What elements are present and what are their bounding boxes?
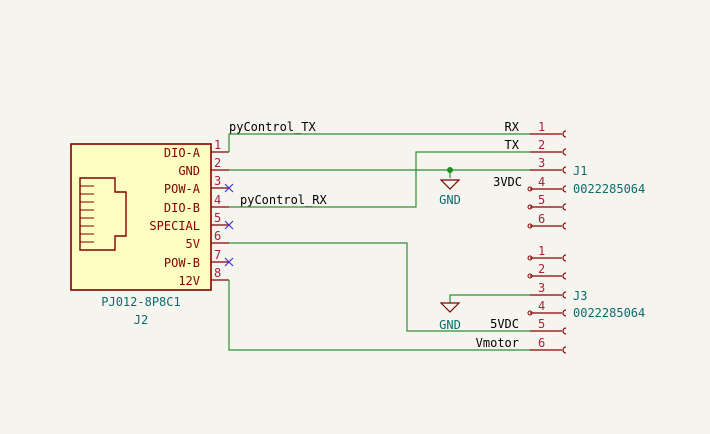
j2-pin-4-label: DIO-B — [164, 201, 200, 215]
gnd-label-2: GND — [439, 318, 461, 332]
j1-net-tx: TX — [505, 138, 520, 152]
j2-reference: J2 — [134, 313, 148, 327]
j1-pin-6-number: 6 — [538, 212, 545, 226]
j2-body[interactable] — [70, 143, 212, 291]
gnd-symbol-icon — [439, 302, 461, 313]
j1-contacts-icon — [562, 130, 567, 230]
j2-pin-1-number: 1 — [214, 138, 221, 152]
j3-pin-1-number: 1 — [538, 244, 545, 258]
no-connect-pin-3-icon — [224, 183, 234, 193]
net-label-pycontrol-tx[interactable]: pyControl_TX — [229, 120, 316, 134]
j2-pin-5-number: 5 — [214, 211, 221, 225]
j2-pin-8-number: 8 — [214, 266, 221, 280]
j2-pin-lines — [211, 151, 229, 281]
j3-unused-pin-circles — [527, 255, 533, 316]
j2-pin-3-number: 3 — [214, 174, 221, 188]
j1-pin-2-number: 2 — [538, 138, 545, 152]
j1-pin-1-number: 1 — [538, 120, 545, 134]
no-connect-pin-5-icon — [224, 220, 234, 230]
gnd-junction — [447, 167, 453, 173]
j2-pin-2-label: GND — [178, 164, 200, 178]
j2-pin-7-number: 7 — [214, 248, 221, 262]
j3-pin-2-number: 2 — [538, 262, 545, 276]
j2-pin-1-label: DIO-A — [164, 146, 201, 160]
j1-pin-4-number: 4 — [538, 175, 545, 189]
j3-pin-lines — [530, 257, 562, 351]
j3-contacts-icon — [562, 254, 567, 354]
j1-pin-3-number: 3 — [538, 156, 545, 170]
j1-net-3vdc: 3VDC — [493, 175, 522, 189]
j2-pin-6-label: 5V — [186, 237, 200, 251]
j1-net-rx: RX — [505, 120, 520, 134]
wires — [228, 133, 530, 351]
j2-pin-7-label: POW-B — [164, 256, 200, 270]
j1-unused-pin-circles — [527, 186, 533, 229]
j2-pin-3-label: POW-A — [164, 182, 201, 196]
j1-pin-lines — [530, 133, 562, 227]
j2-value: PJ012-8P8C1 — [101, 295, 180, 309]
rj-jack-icon — [79, 177, 127, 251]
no-connect-pin-7-icon — [224, 257, 234, 267]
j2-pin-5-label: SPECIAL — [149, 219, 200, 233]
j3-pin-6-number: 6 — [538, 336, 545, 350]
j3-pin-4-number: 4 — [538, 299, 545, 313]
j2-pin-4-number: 4 — [214, 193, 221, 207]
j2-pin-6-number: 6 — [214, 229, 221, 243]
j3-pin-3-number: 3 — [538, 281, 545, 295]
j1-value: 0022285064 — [573, 182, 645, 196]
j3-value: 0022285064 — [573, 306, 645, 320]
net-label-pycontrol-rx[interactable]: pyControl_RX — [240, 193, 327, 207]
j3-pin-5-number: 5 — [538, 317, 545, 331]
gnd-label-1: GND — [439, 193, 461, 207]
j2-pin-8-label: 12V — [178, 274, 200, 288]
j3-reference: J3 — [573, 289, 587, 303]
j3-net-vmotor: Vmotor — [476, 336, 519, 350]
j1-pin-5-number: 5 — [538, 193, 545, 207]
gnd-symbol-icon — [439, 179, 461, 190]
j2-pin-2-number: 2 — [214, 156, 221, 170]
j3-net-5vdc: 5VDC — [490, 317, 519, 331]
j1-reference: J1 — [573, 164, 587, 178]
rj-contacts-icon — [80, 185, 94, 243]
